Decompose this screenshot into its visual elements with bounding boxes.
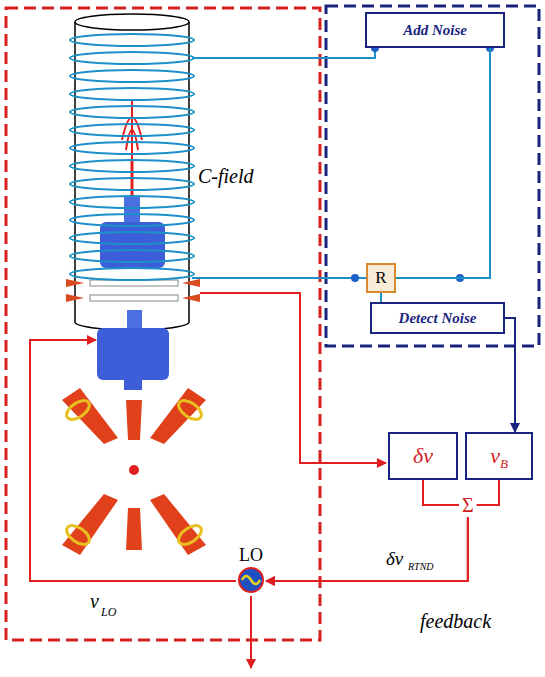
node-text: Add Noise (403, 22, 467, 39)
local-oscillator: LO (236, 545, 266, 595)
coil-winding (70, 88, 194, 100)
node-text: Detect Noise (399, 310, 477, 327)
connector (380, 293, 382, 302)
node-text: LO (239, 545, 263, 566)
coil-winding (70, 250, 194, 262)
coil-winding (70, 34, 194, 46)
coil-winding (70, 196, 194, 208)
rtnd-subscript: RTND (408, 561, 434, 572)
coil-winding (70, 124, 194, 136)
feedback-label: feedback (420, 610, 491, 633)
oscillator-symbol (236, 566, 266, 594)
coil-winding (70, 160, 194, 172)
lo-region (6, 8, 320, 640)
connector (396, 48, 490, 278)
error-signal-line (200, 293, 386, 463)
coil-winding (70, 268, 194, 280)
rtnd-label: δν (386, 548, 403, 570)
connector (505, 318, 515, 432)
connector (266, 480, 499, 581)
lo-freq-subscript: LO (101, 605, 116, 620)
noise-detector-box: Detect Noise (370, 302, 505, 334)
noise-source-box: Add Noise (365, 12, 505, 48)
coil-winding (70, 178, 194, 190)
lo-freq-label: ν (90, 590, 99, 613)
node-text: R (375, 268, 386, 288)
coil-winding (70, 52, 194, 64)
field-label: C-field (198, 165, 254, 188)
frequency-error-box: δν (388, 432, 458, 480)
coil-winding (70, 232, 194, 244)
noise-frequency-box: νB (465, 432, 533, 480)
subscript-text: B (500, 456, 508, 472)
sum-symbol: Σ (462, 495, 474, 515)
node-text: δν (413, 443, 433, 469)
coil-winding (70, 106, 194, 118)
coil-winding (70, 214, 194, 226)
coil-winding (70, 70, 194, 82)
node-text: ν (490, 443, 500, 469)
lo-drive-line (30, 340, 236, 581)
coil-winding (70, 142, 194, 154)
connector (266, 480, 468, 581)
resistor-box: R (366, 263, 396, 293)
